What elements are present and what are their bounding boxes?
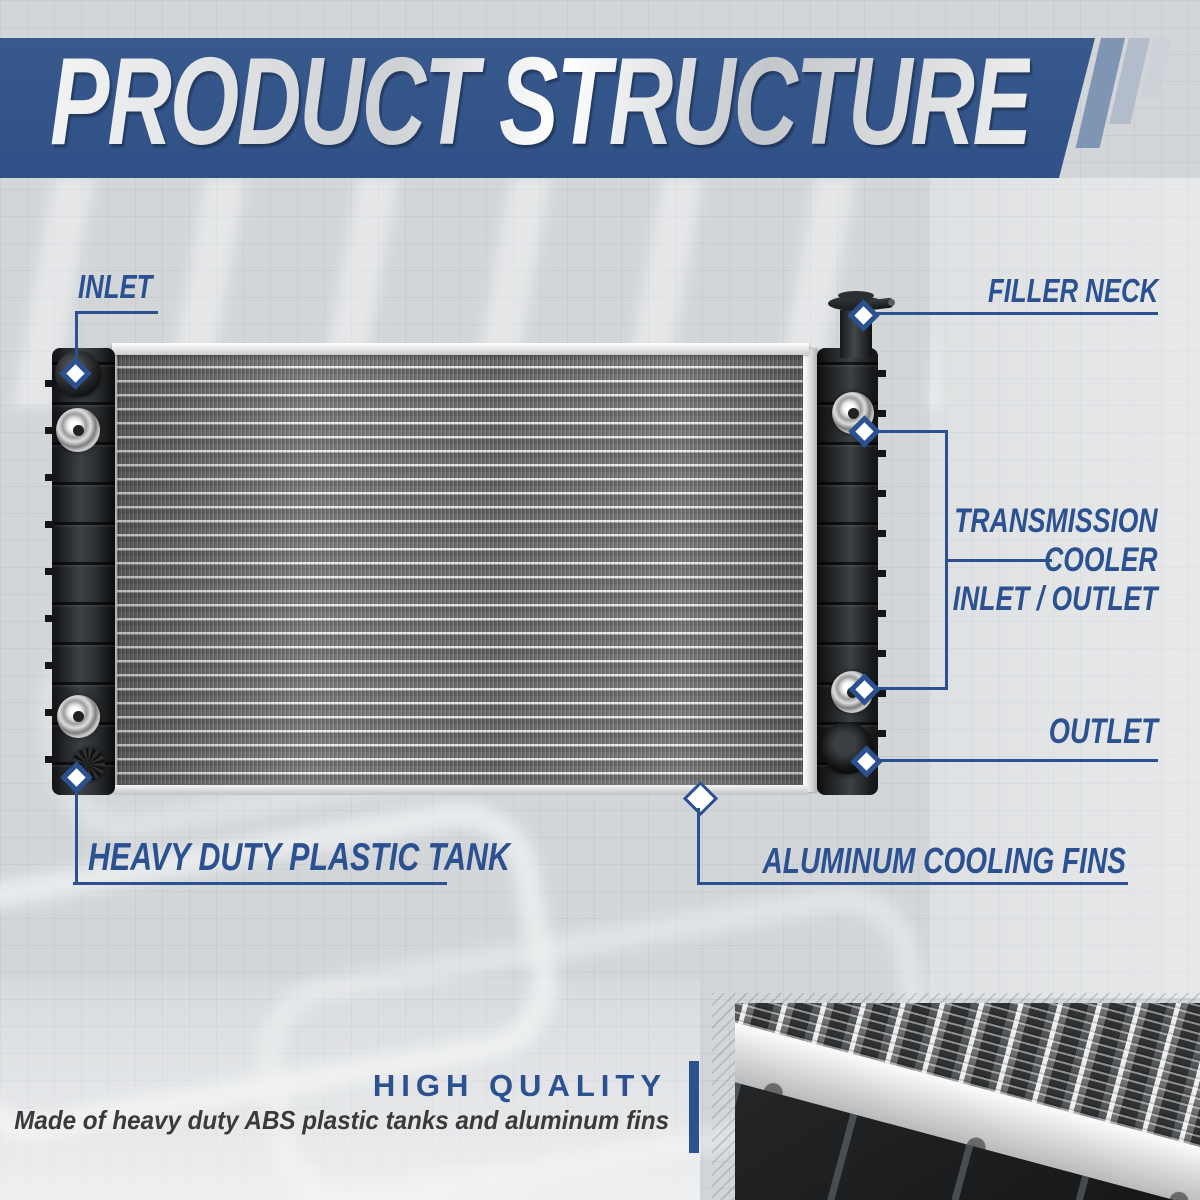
radiator-core-fins <box>117 352 803 788</box>
callout-inlet-label: INLET <box>78 268 153 305</box>
callout-line <box>75 311 158 314</box>
transmission-label-line3: INLET / OUTLET <box>953 580 1158 618</box>
callout-line <box>877 759 1158 762</box>
callout-line <box>697 808 700 885</box>
callout-transmission-label: TRANSMISSION COOLER INLET / OUTLET <box>953 502 1158 619</box>
core-bottom-plate <box>114 785 808 795</box>
callout-line <box>73 882 447 885</box>
right-side-channel <box>803 349 818 792</box>
accent-bar <box>689 1061 699 1153</box>
transmission-label-line2: COOLER <box>1044 541 1158 579</box>
background-fade <box>0 980 700 1200</box>
callout-outlet-label: OUTLET <box>1048 712 1158 751</box>
high-quality-subtitle: Made of heavy duty ABS plastic tanks and… <box>14 1105 669 1135</box>
callout-filler-neck-label: FILLER NECK <box>987 272 1158 309</box>
core-top-plate <box>112 343 809 355</box>
overflow-spout-tip <box>888 299 895 306</box>
callout-line <box>75 311 78 361</box>
left-upper-fitting <box>56 408 100 452</box>
right-tank-rib-ticks <box>876 370 886 770</box>
transmission-label-line1: TRANSMISSION <box>954 502 1158 540</box>
page-title: PRODUCT STRUCTURE <box>50 33 1032 171</box>
left-tank-rib-ticks <box>45 380 54 770</box>
callout-line <box>697 882 1128 885</box>
filler-cap-top <box>838 291 874 300</box>
header-banner <box>0 38 1095 178</box>
callout-line <box>945 430 948 690</box>
callout-line <box>875 687 948 690</box>
fin-closeup-rotated <box>735 1003 1200 1200</box>
left-lower-fitting <box>57 695 100 738</box>
callout-cooling-fins-label: ALUMINUM COOLING FINS <box>762 840 1126 881</box>
fin-closeup-photo <box>735 1003 1200 1200</box>
callout-line <box>875 430 948 433</box>
callout-plastic-tank-label: HEAVY DUTY PLASTIC TANK <box>88 836 510 879</box>
callout-line <box>948 559 1052 562</box>
high-quality-heading: HIGH QUALITY <box>372 1068 667 1103</box>
callout-line <box>75 788 78 885</box>
callout-line <box>874 312 1158 315</box>
